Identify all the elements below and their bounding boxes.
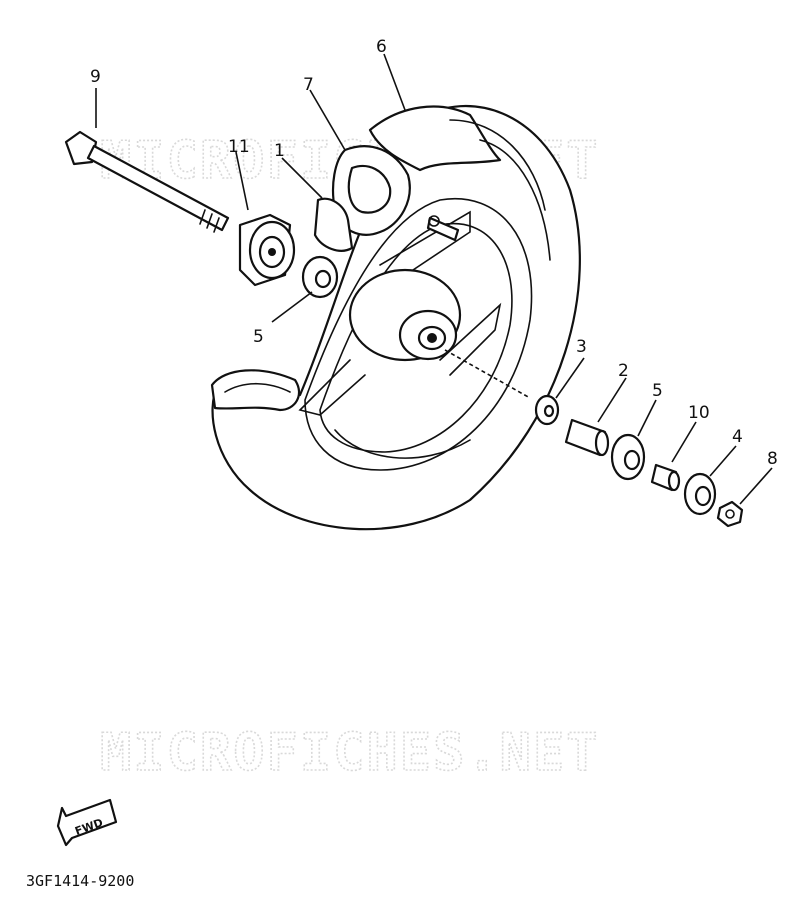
- callout-4: 4: [732, 427, 743, 447]
- callout-1: 1: [274, 141, 285, 161]
- nut-part-8: [716, 467, 773, 528]
- spacer-part-2: [564, 377, 627, 457]
- tire-part-6: [210, 104, 581, 531]
- flap-part-1: [313, 197, 354, 252]
- gear-unit-part-11: [235, 151, 296, 287]
- callout-6: 6: [376, 37, 387, 57]
- callout-2: 2: [618, 361, 629, 381]
- callout-9: 9: [90, 67, 101, 87]
- callout-3: 3: [576, 337, 587, 357]
- axle-part-9: [64, 88, 230, 233]
- callout-10: 10: [688, 403, 710, 423]
- collar-part-3: [534, 357, 585, 426]
- collar-part-10: [650, 421, 697, 492]
- callout-8: 8: [767, 449, 778, 469]
- forward-arrow-icon: FWD: [56, 798, 118, 847]
- callout-11: 11: [228, 137, 250, 157]
- callout-7: 7: [303, 75, 314, 95]
- leader-7: [309, 89, 346, 151]
- bearing-right-part-5: [610, 399, 657, 481]
- bearing-left-part-5: [271, 255, 339, 323]
- tube-part-7: [331, 145, 411, 236]
- oil-seal-part-4: [683, 445, 737, 516]
- watermark-bottom: MICROFICHES.NET: [100, 723, 600, 783]
- leader-1: [281, 157, 323, 199]
- callout-5-left: 5: [253, 327, 264, 347]
- diagram-code: 3GF1414-9200: [26, 872, 135, 890]
- callout-5-right: 5: [652, 381, 663, 401]
- leader-6: [383, 53, 406, 111]
